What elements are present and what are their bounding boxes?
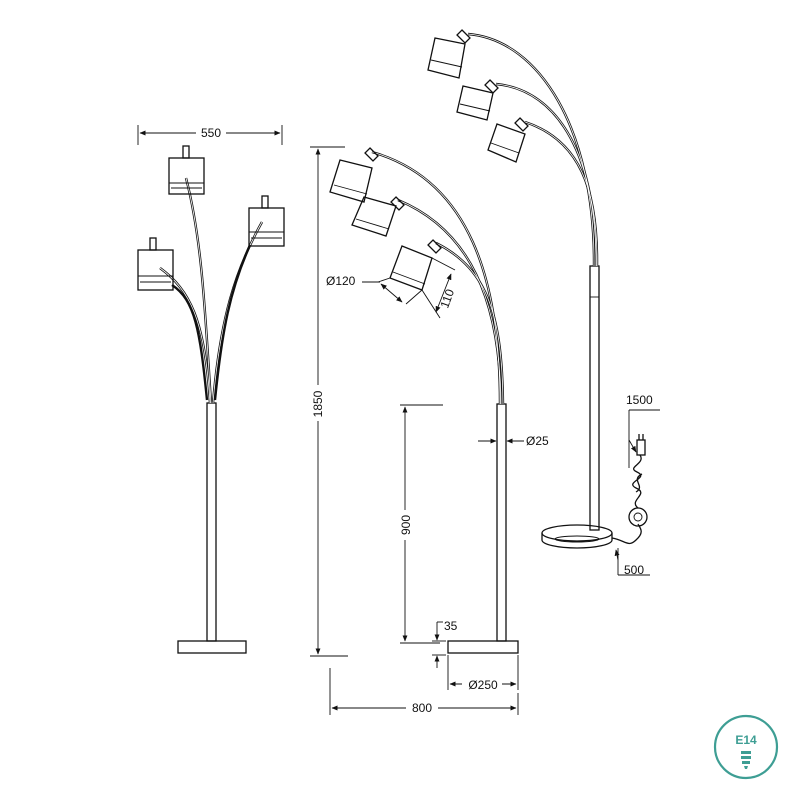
dim-base-height-label: 35 xyxy=(444,619,458,633)
shade-side-top xyxy=(329,147,379,203)
plug xyxy=(636,439,646,456)
dim-shade-height-label: 110 xyxy=(437,287,457,310)
shade-persp-low xyxy=(487,117,529,163)
shade-persp-mid xyxy=(456,79,499,121)
base-front xyxy=(177,640,247,654)
pole-perspective xyxy=(589,265,600,531)
shade-persp-top xyxy=(427,29,471,79)
shade-front-top xyxy=(168,145,205,195)
dim-switch-height: 900 xyxy=(397,404,443,644)
dim-shade-height: 110 xyxy=(421,257,457,319)
arms-perspective xyxy=(467,32,599,267)
dim-shade-diameter: Ø120 xyxy=(326,274,423,305)
arms-front xyxy=(159,177,264,404)
dim-height-label: 1850 xyxy=(311,390,325,417)
dim-pole-diameter-label: Ø25 xyxy=(526,434,549,448)
dim-cable-length: 1500 xyxy=(626,393,660,468)
dim-cable-length-label: 1500 xyxy=(626,393,653,407)
dim-pole-diameter: Ø25 xyxy=(478,434,549,448)
base-side xyxy=(447,640,519,654)
badge-label: E14 xyxy=(735,733,757,747)
shade-side-low xyxy=(389,239,442,291)
dim-base-height: 35 xyxy=(432,619,458,668)
dim-shade-diameter-label: Ø120 xyxy=(326,274,356,288)
shade-front-right xyxy=(248,195,285,247)
shade-side-mid xyxy=(351,196,405,237)
bulb-icon xyxy=(741,751,751,769)
dim-base-diameter-label: Ø250 xyxy=(468,678,498,692)
shade-front-left xyxy=(137,237,174,291)
dim-depth: 800 xyxy=(329,668,519,715)
pole-side xyxy=(496,403,507,642)
dim-width-label: 550 xyxy=(201,126,221,140)
dim-base-diameter: Ø250 xyxy=(447,655,519,692)
perspective-view: 1500 500 xyxy=(427,29,660,577)
dim-switch-height-label: 900 xyxy=(399,515,413,535)
foot-switch xyxy=(628,507,648,527)
dim-depth-label: 800 xyxy=(412,701,432,715)
base-perspective xyxy=(541,524,613,542)
dim-switch-cable-label: 500 xyxy=(624,563,644,577)
cable xyxy=(611,434,648,545)
pole-front xyxy=(206,402,217,642)
arms-side xyxy=(371,150,505,405)
dim-switch-cable: 500 xyxy=(614,548,650,577)
dim-height: 1850 xyxy=(308,146,348,657)
e14-badge: E14 xyxy=(713,714,779,780)
front-view: 550 xyxy=(137,125,285,654)
side-view: 1850 Ø120 110 Ø25 900 xyxy=(308,146,549,715)
dim-width: 550 xyxy=(137,125,283,145)
